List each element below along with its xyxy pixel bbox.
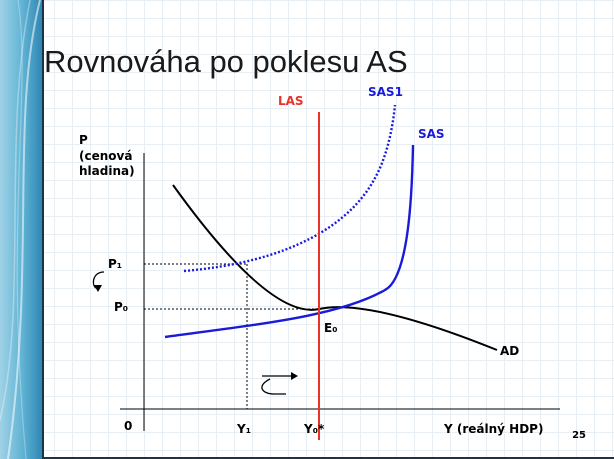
y-axis-label-line-2: (cenová	[79, 149, 132, 163]
y1-label: Y₁	[236, 422, 251, 436]
e0-label: E₀	[324, 321, 337, 335]
curved-right-arrow-icon	[261, 378, 286, 395]
y-axis-label-line-1: P	[79, 133, 88, 147]
ad-label: AD	[500, 344, 519, 358]
p1-label: P₁	[108, 257, 122, 271]
x-axis-label: Y (reálný HDP)	[443, 422, 543, 436]
slide-title: Rovnováha po poklesu AS	[44, 44, 408, 79]
sas1-label: SAS1	[368, 85, 403, 99]
arrowhead-down	[94, 285, 102, 292]
y0-label: Y₀*	[303, 422, 325, 436]
las-label: LAS	[278, 94, 304, 108]
sas-curve	[164, 144, 415, 339]
sas1-curve	[183, 104, 397, 273]
arrowhead-right	[291, 372, 298, 380]
y-axis-label-line-3: hladina)	[79, 164, 135, 178]
p0-label: P₀	[114, 300, 128, 314]
origin-label: 0	[124, 419, 132, 433]
page-number: 25	[572, 430, 586, 441]
slide-frame	[42, 0, 614, 459]
sas-label: SAS	[418, 127, 445, 141]
decorative-band	[0, 0, 42, 459]
